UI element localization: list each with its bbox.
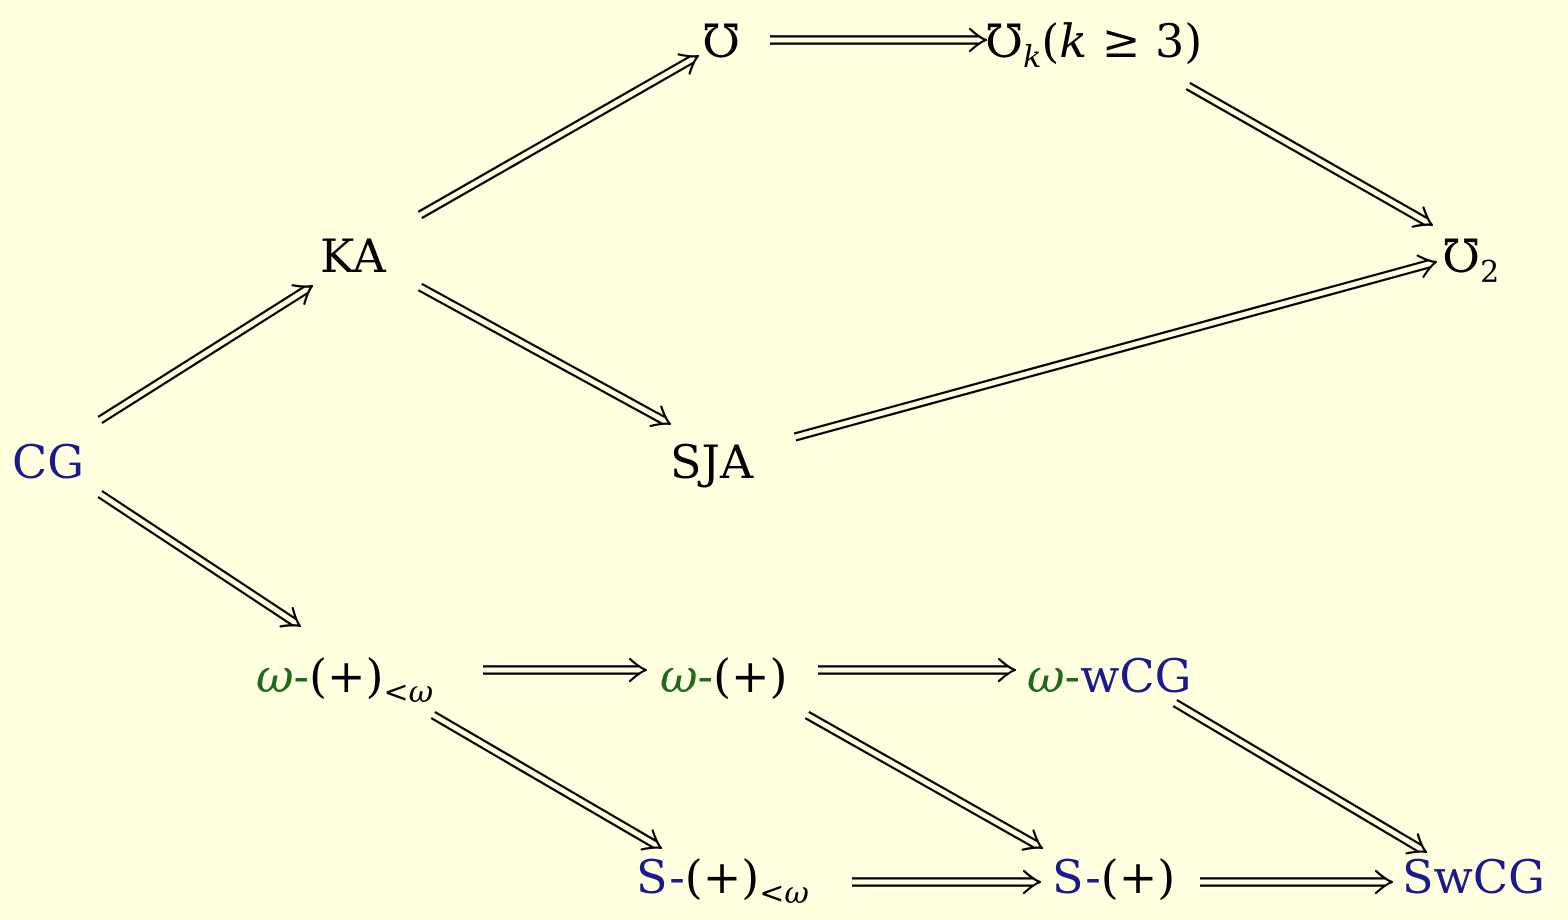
arrow-head-icon — [1416, 254, 1438, 278]
edge-line — [1189, 81, 1430, 220]
node-s-plus-part: S- — [1052, 850, 1101, 904]
node-sja: SJA — [670, 435, 754, 489]
node-s-plus-lt-omega: S-(+)<ω — [636, 850, 809, 911]
node-swcg-part: SwCG — [1402, 850, 1545, 904]
arrow-head-icon — [291, 284, 314, 305]
arrow-head-icon — [640, 829, 663, 851]
edge-line — [101, 291, 310, 424]
node-mho: ℧ — [702, 14, 740, 68]
edge-s-plus-lt-omega-to-s-plus — [852, 869, 1042, 895]
node-swcg: SwCG — [1402, 850, 1545, 904]
node-omega-plus-lt-omega-part: - — [294, 649, 310, 703]
node-mho-k-part: ≥ 3) — [1087, 14, 1202, 68]
node-omega-plus-part: ω — [660, 649, 698, 703]
edge-omega-wcg-to-swcg — [1172, 698, 1428, 855]
edge-ka-to-mho — [417, 53, 700, 220]
edge-line — [795, 265, 1432, 442]
node-s-plus-lt-omega-part: S- — [636, 850, 685, 904]
node-sja-part: SJA — [670, 435, 754, 489]
node-omega-wcg: ω-wCG — [1027, 649, 1191, 703]
node-mho-k: ℧k(k ≥ 3) — [985, 14, 1202, 75]
arrow-head-icon — [1374, 869, 1394, 895]
node-ka-part: KA — [320, 229, 387, 283]
node-s-plus-lt-omega-part: <ω — [759, 876, 809, 911]
node-omega-wcg-part: wCG — [1080, 649, 1191, 703]
node-omega-wcg-part: - — [1065, 649, 1081, 703]
node-omega-plus-lt-omega-part: (+) — [309, 649, 383, 703]
edge-s-plus-to-swcg — [1200, 869, 1394, 895]
node-omega-plus-lt-omega-part: <ω — [384, 675, 434, 710]
edge-cg-to-omega-plus-lt-omega — [97, 490, 302, 628]
edge-omega-plus-to-omega-wcg — [818, 657, 1017, 683]
edge-sja-to-mho-2 — [793, 254, 1438, 442]
edge-line — [417, 289, 664, 426]
node-mho-2: ℧2 — [1442, 229, 1499, 290]
edge-omega-plus-lt-omega-to-s-plus-lt-omega — [430, 710, 663, 851]
edge-cg-to-ka — [97, 284, 314, 424]
node-cg-part: CG — [12, 435, 84, 489]
edge-line — [101, 490, 298, 621]
edge-line — [808, 710, 1040, 843]
node-s-plus: S-(+) — [1052, 850, 1175, 904]
node-mho-k-part: ℧ — [985, 14, 1023, 68]
arrow-head-icon — [1411, 206, 1434, 228]
arrow-head-icon — [968, 27, 988, 53]
node-ka: KA — [320, 229, 387, 283]
node-omega-plus-part: (+) — [713, 649, 787, 703]
edge-line — [1172, 705, 1420, 853]
arrow-head-icon — [1022, 869, 1042, 895]
node-omega-plus-part: - — [698, 649, 714, 703]
edge-line — [97, 496, 294, 627]
edges-layer — [97, 27, 1438, 895]
arrow-head-icon — [1021, 829, 1044, 851]
edge-line — [421, 61, 696, 220]
edge-line — [1185, 88, 1426, 227]
node-mho-part: ℧ — [702, 14, 740, 68]
edge-omega-plus-to-s-plus — [804, 710, 1044, 851]
edge-line — [1176, 698, 1424, 847]
edge-line — [804, 717, 1036, 850]
arrow-head-icon — [649, 405, 672, 428]
node-mho-2-part: 2 — [1480, 255, 1499, 290]
arrow-head-icon — [997, 657, 1017, 683]
node-mho-k-part: ( — [1041, 14, 1059, 68]
arrow-head-icon — [279, 606, 302, 628]
edge-mho-to-mho-k — [770, 27, 988, 53]
node-cg: CG — [12, 435, 84, 489]
node-s-plus-lt-omega-part: (+) — [685, 850, 759, 904]
node-omega-plus-lt-omega: ω-(+)<ω — [256, 649, 433, 710]
edge-line — [793, 259, 1430, 435]
node-omega-wcg-part: ω — [1027, 649, 1065, 703]
edge-line — [97, 285, 306, 418]
node-s-plus-part: (+) — [1101, 850, 1175, 904]
arrow-head-icon — [677, 53, 700, 75]
edge-mho-k-to-mho-2 — [1185, 81, 1434, 228]
node-mho-2-part: ℧ — [1442, 229, 1480, 283]
node-mho-k-part: k — [1059, 14, 1087, 68]
edge-omega-plus-lt-omega-to-omega-plus — [483, 657, 648, 683]
edge-line — [430, 717, 655, 850]
arrow-head-icon — [1405, 833, 1428, 855]
node-mho-k-part: k — [1023, 40, 1041, 75]
edge-line — [434, 710, 659, 843]
node-omega-plus-lt-omega-part: ω — [256, 649, 294, 703]
arrow-head-icon — [628, 657, 648, 683]
node-omega-plus: ω-(+) — [660, 649, 788, 703]
edge-line — [421, 282, 667, 419]
edge-ka-to-sja — [417, 282, 672, 428]
edge-line — [417, 54, 692, 213]
